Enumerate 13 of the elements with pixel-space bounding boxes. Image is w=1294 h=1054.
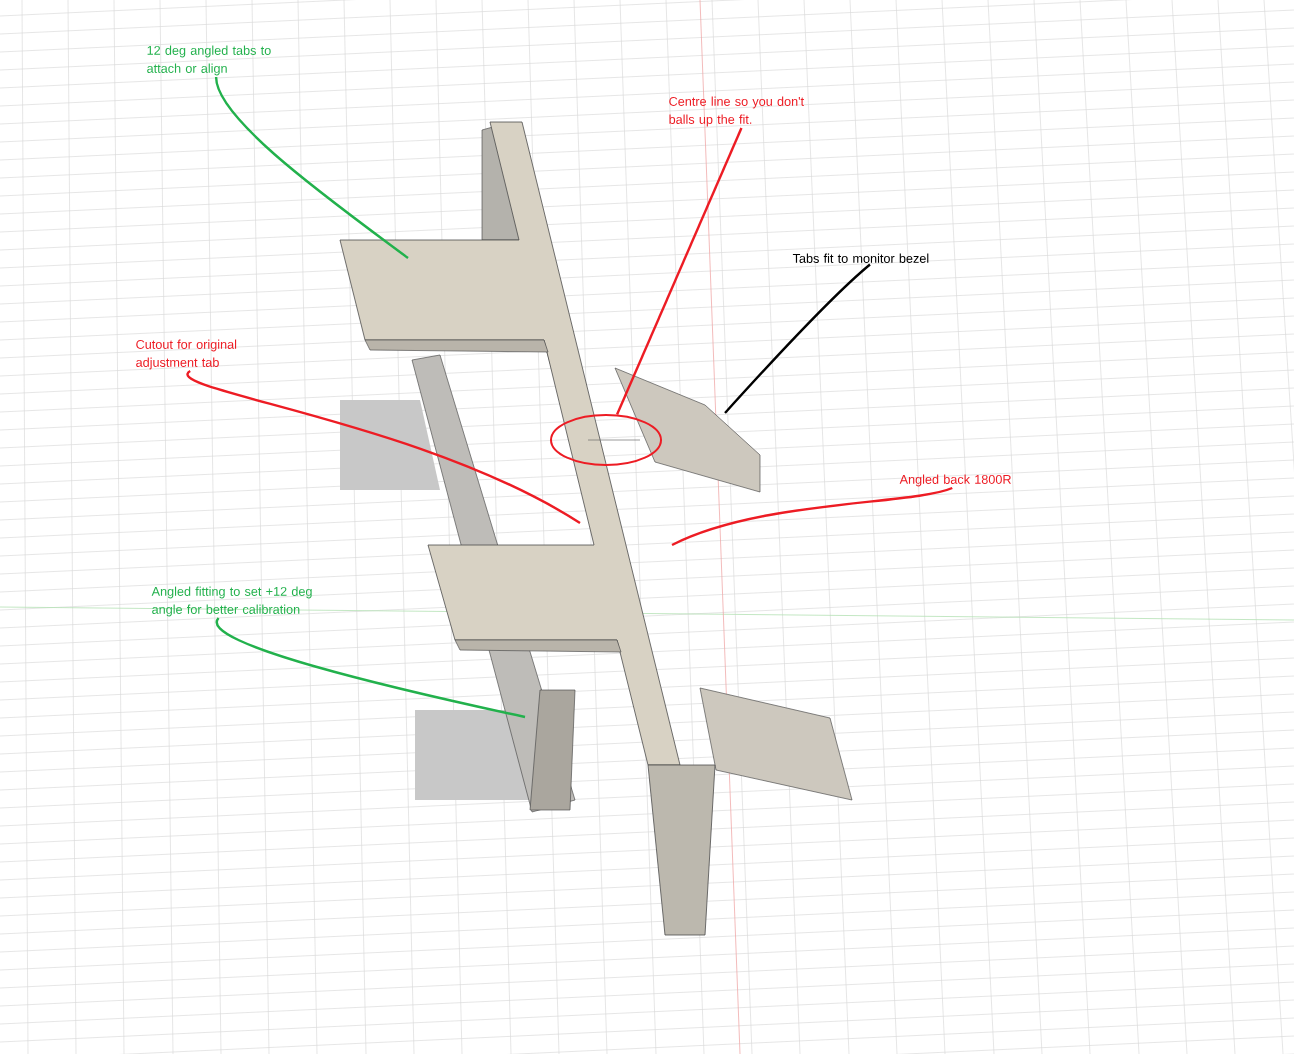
annotation-text: Tabs fit to monitor bezel — [792, 253, 929, 263]
highlight-circle — [550, 414, 662, 466]
annotation-text: Angled back 1800R — [899, 474, 1011, 487]
leader-line — [187, 370, 581, 525]
leader-line — [615, 127, 743, 415]
leader-line — [214, 76, 409, 259]
leader-line — [671, 486, 953, 547]
annotation-text: Angled fitting to set +12 deg angle for better calibration — [151, 586, 312, 617]
leader-line — [216, 617, 526, 719]
annotation-text: 12 deg angled tabs to attach or align — [147, 45, 271, 76]
annotation-text: Centre line so you don't balls up the fit. — [669, 96, 804, 127]
leader-line — [724, 263, 871, 414]
annotation-text: Cutout for original adjustment tab — [136, 339, 237, 370]
